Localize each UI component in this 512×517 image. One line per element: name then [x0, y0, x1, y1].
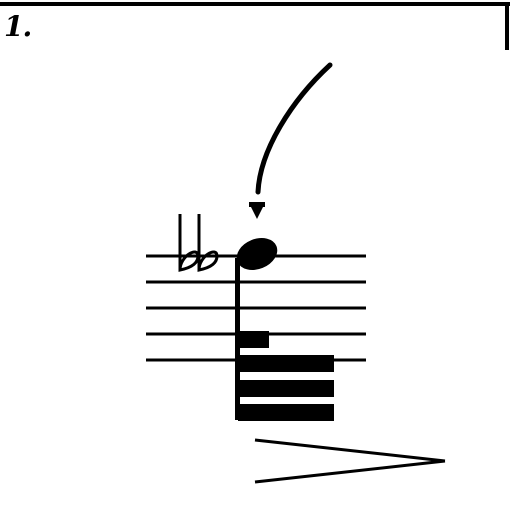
decrescendo-hairpin-icon: [254, 438, 446, 484]
staccatissimo-icon: [249, 202, 265, 219]
notehead-icon: [236, 238, 278, 270]
slur-icon: [255, 62, 333, 195]
volta-bracket: [0, 2, 510, 50]
stem: [235, 258, 240, 420]
note: [235, 238, 278, 420]
volta-bracket-label: 1.: [4, 10, 32, 43]
tremolo-beams-icon: [238, 331, 334, 421]
double-flat-icon: [178, 214, 219, 272]
